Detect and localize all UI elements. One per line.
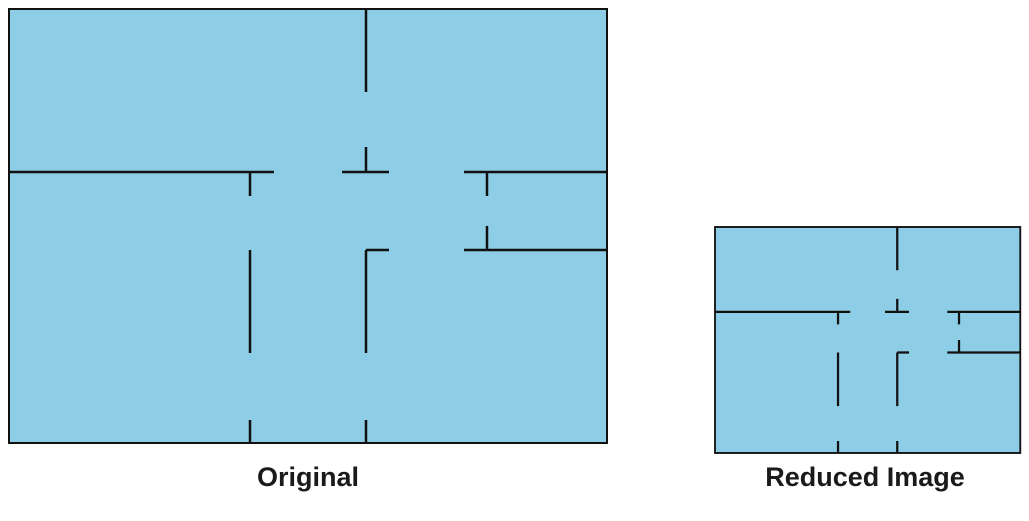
plan-boundary — [714, 226, 1022, 454]
plan-walls — [9, 9, 607, 443]
floor-plan-original — [8, 8, 608, 444]
plan-boundary — [8, 8, 608, 444]
caption-original: Original — [256, 462, 359, 492]
plan-walls — [715, 227, 1021, 453]
caption-reduced: Reduced Image — [765, 462, 965, 492]
floor-plan-reduced — [714, 226, 1022, 454]
